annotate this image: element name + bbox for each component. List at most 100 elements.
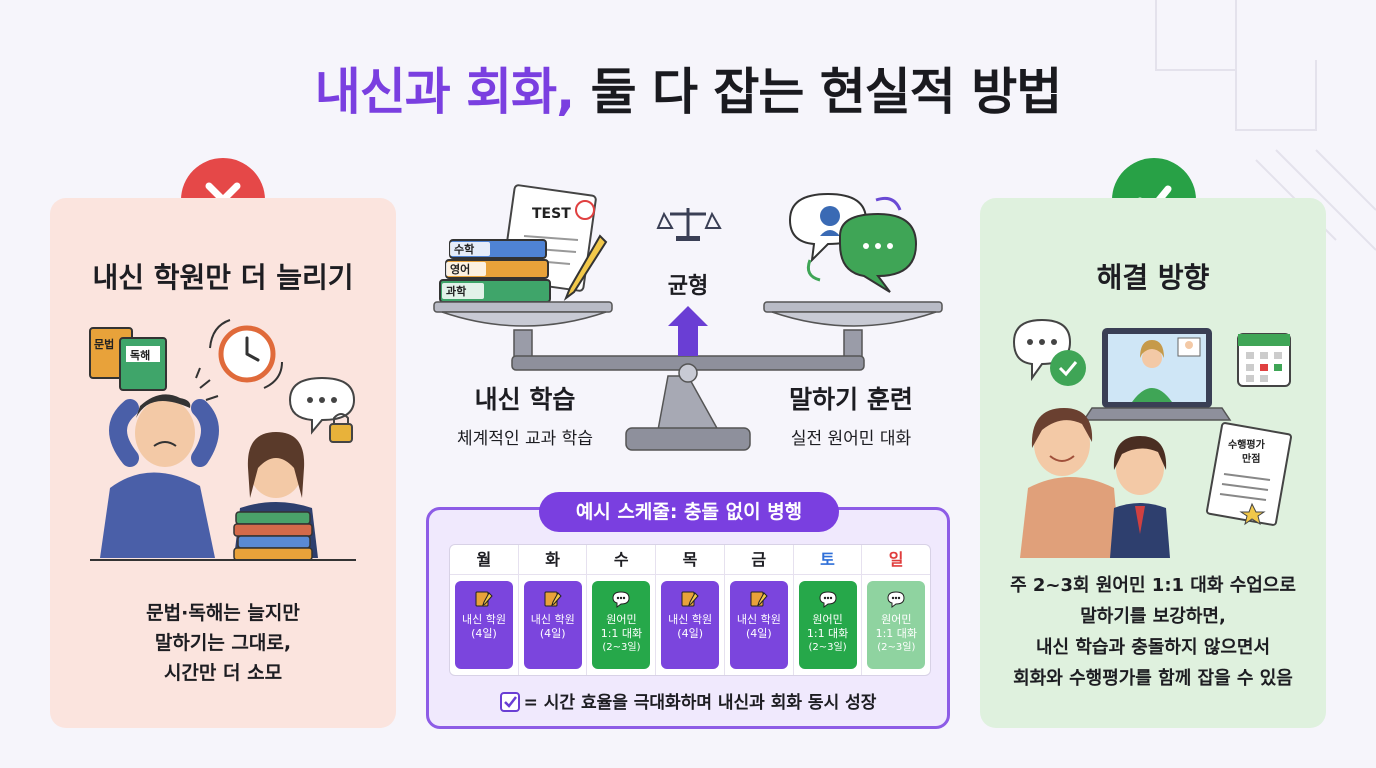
day-name: 월 xyxy=(450,545,518,575)
clock-icon xyxy=(209,319,283,389)
card-text: 내신 학원 xyxy=(462,613,506,626)
chat-bubble-icon xyxy=(819,591,837,608)
video-call-laptop-icon xyxy=(1082,328,1232,421)
calendar-icon xyxy=(1237,333,1291,387)
left-scale-title: 내신 학습 xyxy=(474,385,576,414)
day-name: 수 xyxy=(587,545,656,575)
day-name: 화 xyxy=(518,545,587,575)
card-text: 1:1 대화 xyxy=(806,627,849,640)
balance-label: 균형 xyxy=(667,274,709,299)
day-name: 금 xyxy=(724,545,793,575)
page-title-rest: 둘 다 잡는 현실적 방법 xyxy=(574,63,1063,121)
right-scale-sub: 실전 원어민 대화 xyxy=(790,429,912,449)
checkbox-icon xyxy=(499,692,520,712)
card-text: (2~3일) xyxy=(877,642,916,653)
book-icon: 문법 독해 xyxy=(89,327,167,391)
left-panel-description: 문법·독해는 늘지만 말하기는 그대로, 시간만 더 소모 xyxy=(50,598,396,688)
schedule-card: 내신 학원(4일) xyxy=(455,581,513,669)
schedule-note: = 시간 효율을 극대화하며 내신과 회화 동시 성장 xyxy=(429,688,947,713)
stressed-adult xyxy=(100,367,219,558)
day-name: 목 xyxy=(656,545,724,575)
document-label-line: 수행평가 xyxy=(1228,438,1266,451)
chat-bubble-icon xyxy=(612,591,630,608)
book-pencil-icon xyxy=(681,591,699,607)
right-text-line: 회화와 수행평가를 함께 잡을 수 있음 xyxy=(1013,668,1293,689)
test-label: TEST xyxy=(532,206,571,222)
right-text-line: 주 2~3회 원어민 1:1 대화 수업으로 xyxy=(1010,575,1296,596)
card-text: 원어민 xyxy=(881,613,912,626)
card-text: (4일) xyxy=(539,627,566,640)
schedule-note-text: = 시간 효율을 극대화하며 내신과 회화 동시 성장 xyxy=(523,693,877,713)
online-class-illustration: 수행평가 만점 xyxy=(1012,318,1292,558)
card-text: (2~3일) xyxy=(808,642,847,653)
left-scale-caption: 내신 학습 체계적인 교과 학습 xyxy=(425,380,625,449)
stressed-student-illustration: 문법 독해 xyxy=(89,319,356,561)
book-label-science: 과학 xyxy=(446,284,466,298)
scale-pans xyxy=(433,301,943,451)
left-panel: 내신 학원만 더 늘리기 문법 독해 xyxy=(50,198,396,728)
schedule-title: 예시 스케줄: 충돌 없이 병행 xyxy=(539,492,839,532)
card-text: (4일) xyxy=(471,627,497,640)
right-panel: 해결 방향 수행평 xyxy=(980,198,1326,728)
schedule-card: 내신 학원(4일) xyxy=(523,581,582,669)
book-label-grammar: 문법 xyxy=(94,337,114,351)
test-paper-icon: TEST xyxy=(501,184,608,301)
left-text-line: 시간만 더 소모 xyxy=(163,662,283,684)
card-text: (4일) xyxy=(677,627,703,640)
card-text: 원어민 xyxy=(606,613,637,626)
book-pencil-icon xyxy=(544,591,562,607)
card-text: (2~3일) xyxy=(602,642,641,653)
performance-assessment-document: 수행평가 만점 xyxy=(1206,422,1292,526)
card-text: 1:1 대화 xyxy=(600,627,643,640)
card-text: 내신 학원 xyxy=(530,613,575,626)
right-panel-description: 주 2~3회 원어민 1:1 대화 수업으로 말하기를 보강하면, 내신 학습과… xyxy=(980,570,1326,694)
day-name: 토 xyxy=(793,545,862,575)
card-text: 1:1 대화 xyxy=(875,627,918,640)
card-text: (4일) xyxy=(746,627,772,640)
left-text-line: 말하기는 그대로, xyxy=(154,632,292,654)
left-text-line: 문법·독해는 늘지만 xyxy=(146,602,300,624)
chat-bubble-icon xyxy=(1012,318,1086,386)
balance-scale-illustration: TEST 수학 영어 과학 xyxy=(433,184,943,451)
page-title-highlight: 내신과 회화, xyxy=(314,63,575,121)
schedule-card: 내신 학원(4일) xyxy=(729,581,788,669)
card-text: 내신 학원 xyxy=(668,613,713,626)
left-scale-sub: 체계적인 교과 학습 xyxy=(457,429,593,449)
right-text-line: 말하기를 보강하면, xyxy=(1080,606,1226,627)
page-title: 내신과 회화, 둘 다 잡는 현실적 방법 xyxy=(0,52,1376,124)
schedule-card: 내신 학원(4일) xyxy=(661,581,720,669)
right-scale-title: 말하기 훈련 xyxy=(789,385,913,414)
book-pencil-icon xyxy=(475,591,493,607)
conversation-icon xyxy=(788,192,918,293)
document-label-line: 만점 xyxy=(1242,452,1260,465)
subject-books: 수학 영어 과학 xyxy=(439,239,551,303)
book-pencil-icon xyxy=(750,591,768,607)
parent-and-student xyxy=(1020,408,1170,558)
book-label-math: 수학 xyxy=(454,242,474,256)
card-text: 내신 학원 xyxy=(736,613,781,626)
right-text-line: 내신 학습과 충돌하지 않으면서 xyxy=(1035,637,1271,658)
card-text: 원어민 xyxy=(812,613,843,626)
left-panel-title: 내신 학원만 더 늘리기 xyxy=(92,261,354,294)
right-panel-title: 해결 방향 xyxy=(1096,261,1210,294)
locked-speech-bubble-icon xyxy=(288,376,356,443)
student-with-books xyxy=(233,432,318,561)
book-label-reading: 독해 xyxy=(130,348,150,362)
book-label-english: 영어 xyxy=(450,262,470,276)
chat-bubble-icon xyxy=(887,591,905,608)
day-name: 일 xyxy=(862,545,931,575)
right-scale-caption: 말하기 훈련 실전 원어민 대화 xyxy=(751,380,951,449)
balance-icon xyxy=(656,208,722,241)
